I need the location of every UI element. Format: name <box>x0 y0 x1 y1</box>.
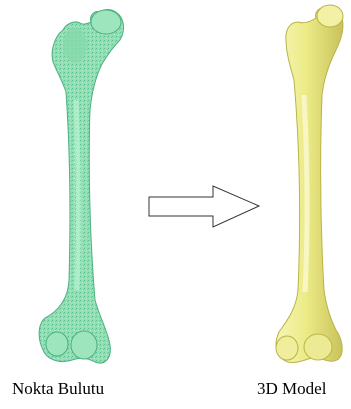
point-cloud-caption: Nokta Bulutu <box>12 379 104 399</box>
point-cloud-femur-body <box>39 10 123 364</box>
transform-arrow-shape <box>149 186 259 227</box>
transform-arrow <box>149 186 259 227</box>
point-cloud-condyle-left <box>46 332 68 356</box>
point-cloud-shaft-highlight <box>76 100 78 290</box>
model-femoral-head <box>317 5 343 27</box>
model-femur <box>276 5 343 363</box>
point-cloud-trochanter <box>63 27 87 63</box>
model-condyle-right <box>304 334 332 360</box>
model-condyle-left <box>276 336 298 360</box>
point-cloud-condyle-right <box>71 331 97 359</box>
model-caption: 3D Model <box>257 379 326 399</box>
point-cloud-femur <box>39 10 123 364</box>
point-cloud-femoral-head <box>91 10 121 34</box>
